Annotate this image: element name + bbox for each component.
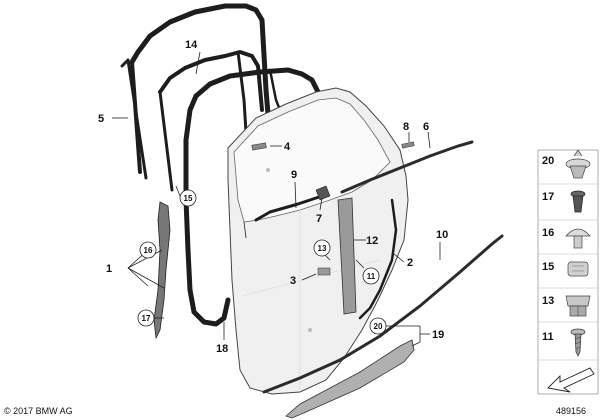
- svg-text:16: 16: [542, 227, 554, 239]
- bracket-part-7: [315, 185, 331, 201]
- svg-text:20: 20: [542, 155, 554, 167]
- callout-circle-13: 13: [313, 239, 331, 257]
- callout-2: 2: [407, 257, 413, 269]
- clip-part-4: [251, 142, 267, 151]
- push-rivet-icon: [565, 149, 591, 179]
- diagram-id: 489156: [556, 406, 586, 416]
- callout-circle-11: 11: [362, 267, 380, 285]
- expanding-clip-icon: [570, 190, 586, 213]
- door-edge-seal: [358, 198, 398, 320]
- parts-panel-row-20: 20: [542, 149, 591, 179]
- b-pillar-trim: [337, 197, 357, 315]
- mushroom-clip-icon: [565, 228, 591, 249]
- callout-circle-15: 15: [179, 189, 197, 207]
- pillar-seal-part-1: [153, 201, 171, 340]
- box-clip-icon: [567, 261, 589, 277]
- copyright-text: © 2017 BMW AG: [4, 406, 73, 416]
- callout-1: 1: [106, 263, 112, 275]
- callout-18: 18: [216, 343, 228, 355]
- window-channel: [158, 50, 264, 192]
- callout-numbers: 5 14 4 8 6 9 7 12 3 2 10 1 18 19: [98, 39, 448, 355]
- svg-text:17: 17: [542, 191, 554, 203]
- callout-circle-20: 20: [369, 317, 387, 335]
- callout-7: 7: [316, 213, 322, 225]
- window-frame-seal-outer: [120, 3, 271, 180]
- screw-icon: [570, 328, 586, 357]
- callout-19: 19: [432, 329, 444, 341]
- callout-6: 6: [423, 121, 429, 133]
- callout-circle-17: 17: [137, 309, 155, 327]
- parts-panel: 20 17 16 15: [537, 149, 599, 395]
- callout-10: 10: [436, 229, 448, 241]
- circled-callouts: 15 16 13 11 17 20: [137, 189, 387, 335]
- svg-text:17: 17: [142, 314, 151, 323]
- callout-3: 3: [290, 275, 296, 287]
- clip-part-3: [317, 267, 331, 276]
- parts-panel-row-15: 15: [542, 261, 589, 277]
- svg-text:11: 11: [367, 272, 376, 281]
- spring-clip-icon: [565, 295, 591, 317]
- parts-panel-row-16: 16: [542, 227, 591, 249]
- svg-text:15: 15: [542, 261, 554, 273]
- parts-panel-row-13: 13: [542, 295, 591, 317]
- svg-text:13: 13: [318, 244, 327, 253]
- callout-9: 9: [291, 169, 297, 181]
- svg-text:20: 20: [374, 322, 383, 331]
- svg-text:15: 15: [184, 194, 193, 203]
- callout-14: 14: [185, 39, 198, 51]
- parts-panel-row-17: 17: [542, 190, 586, 213]
- callout-8: 8: [403, 121, 409, 133]
- lower-door-moulding: [285, 339, 415, 419]
- svg-text:11: 11: [542, 331, 554, 343]
- rocker-trim-strip: [262, 234, 504, 394]
- clip-part-8: [401, 141, 415, 149]
- callout-circle-16: 16: [139, 241, 157, 259]
- callout-5: 5: [98, 113, 104, 125]
- leader-lines: [112, 51, 441, 347]
- window-trim-strip: [340, 140, 474, 194]
- svg-text:13: 13: [542, 295, 554, 307]
- svg-text:16: 16: [144, 246, 153, 255]
- callout-12: 12: [366, 235, 378, 247]
- callout-4: 4: [284, 141, 291, 153]
- front-arrow-icon: [547, 367, 595, 393]
- parts-panel-row-11: 11: [542, 328, 586, 357]
